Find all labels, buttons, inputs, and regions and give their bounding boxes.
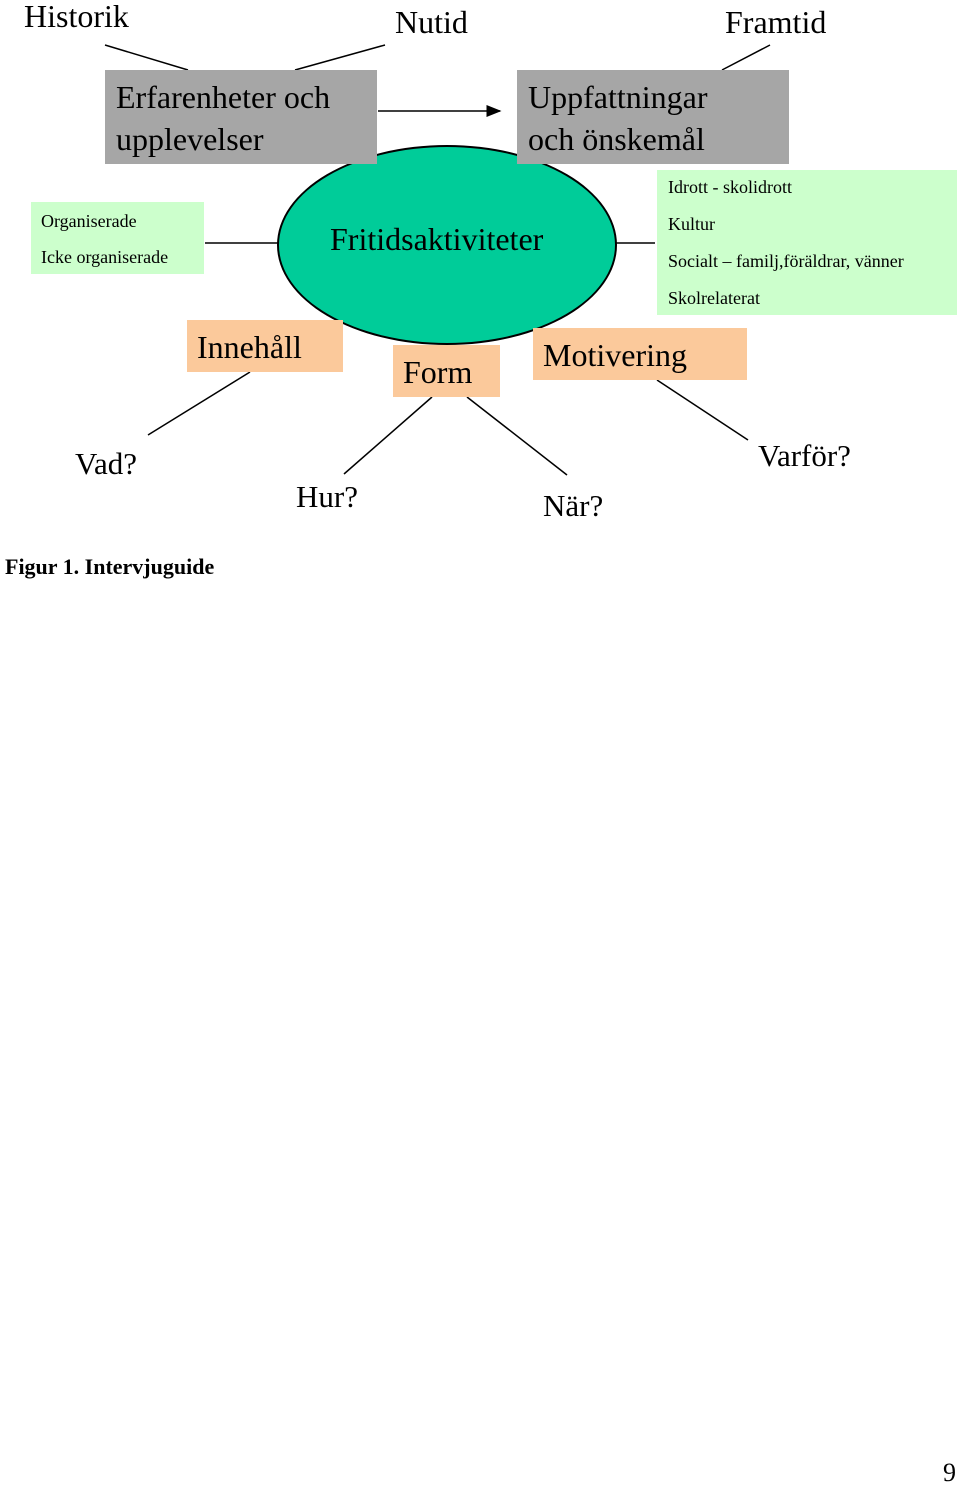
label-framtid: Framtid: [725, 4, 827, 40]
erfarenheter-line-1: Erfarenheter och: [116, 79, 331, 115]
line-framtid: [721, 44, 771, 71]
question-vad: Vad?: [75, 446, 137, 481]
left-list-item-1: Organiserade: [41, 211, 137, 231]
form-box: Form: [393, 345, 500, 397]
question-nar: När?: [543, 488, 604, 523]
right-list-item-3: Socialt – familj,föräldrar, vänner: [668, 251, 904, 271]
figure-caption: Figur 1. Intervjuguide: [5, 554, 215, 579]
innehall-box: Innehåll: [187, 320, 343, 372]
line-nutid: [294, 44, 386, 71]
page-number: 9: [943, 1458, 956, 1487]
form-label: Form: [403, 354, 473, 390]
center-ellipse: [277, 145, 617, 345]
label-historik: Historik: [24, 0, 129, 34]
line-hur: [343, 396, 433, 475]
question-varfor: Varför?: [758, 438, 851, 473]
innehall-label: Innehåll: [197, 329, 302, 365]
right-list-item-4: Skolrelaterat: [668, 288, 760, 308]
right-list-box: Idrott - skolidrott Kultur Socialt – fam…: [657, 170, 957, 315]
label-nutid: Nutid: [395, 4, 468, 40]
center-label: Fritidsaktiviteter: [330, 221, 544, 257]
uppfattningar-line-2: och önskemål: [528, 121, 705, 157]
line-varfor: [656, 379, 749, 441]
right-list-item-2: Kultur: [668, 214, 715, 234]
left-list-box: Organiserade Icke organiserade: [31, 202, 204, 274]
uppfattningar-line-1: Uppfattningar: [528, 79, 708, 115]
line-nar: [466, 396, 568, 476]
right-list-item-1: Idrott - skolidrott: [668, 177, 792, 197]
line-historik: [104, 44, 189, 71]
uppfattningar-box: Uppfattningar och önskemål: [517, 70, 789, 164]
erfarenheter-line-2: upplevelser: [116, 121, 264, 157]
motivering-box: Motivering: [533, 328, 747, 380]
line-vad: [147, 371, 251, 436]
left-list-item-2: Icke organiserade: [41, 247, 169, 267]
motivering-label: Motivering: [543, 337, 687, 373]
erfarenheter-box: Erfarenheter och upplevelser: [105, 70, 377, 164]
question-hur: Hur?: [296, 479, 358, 514]
